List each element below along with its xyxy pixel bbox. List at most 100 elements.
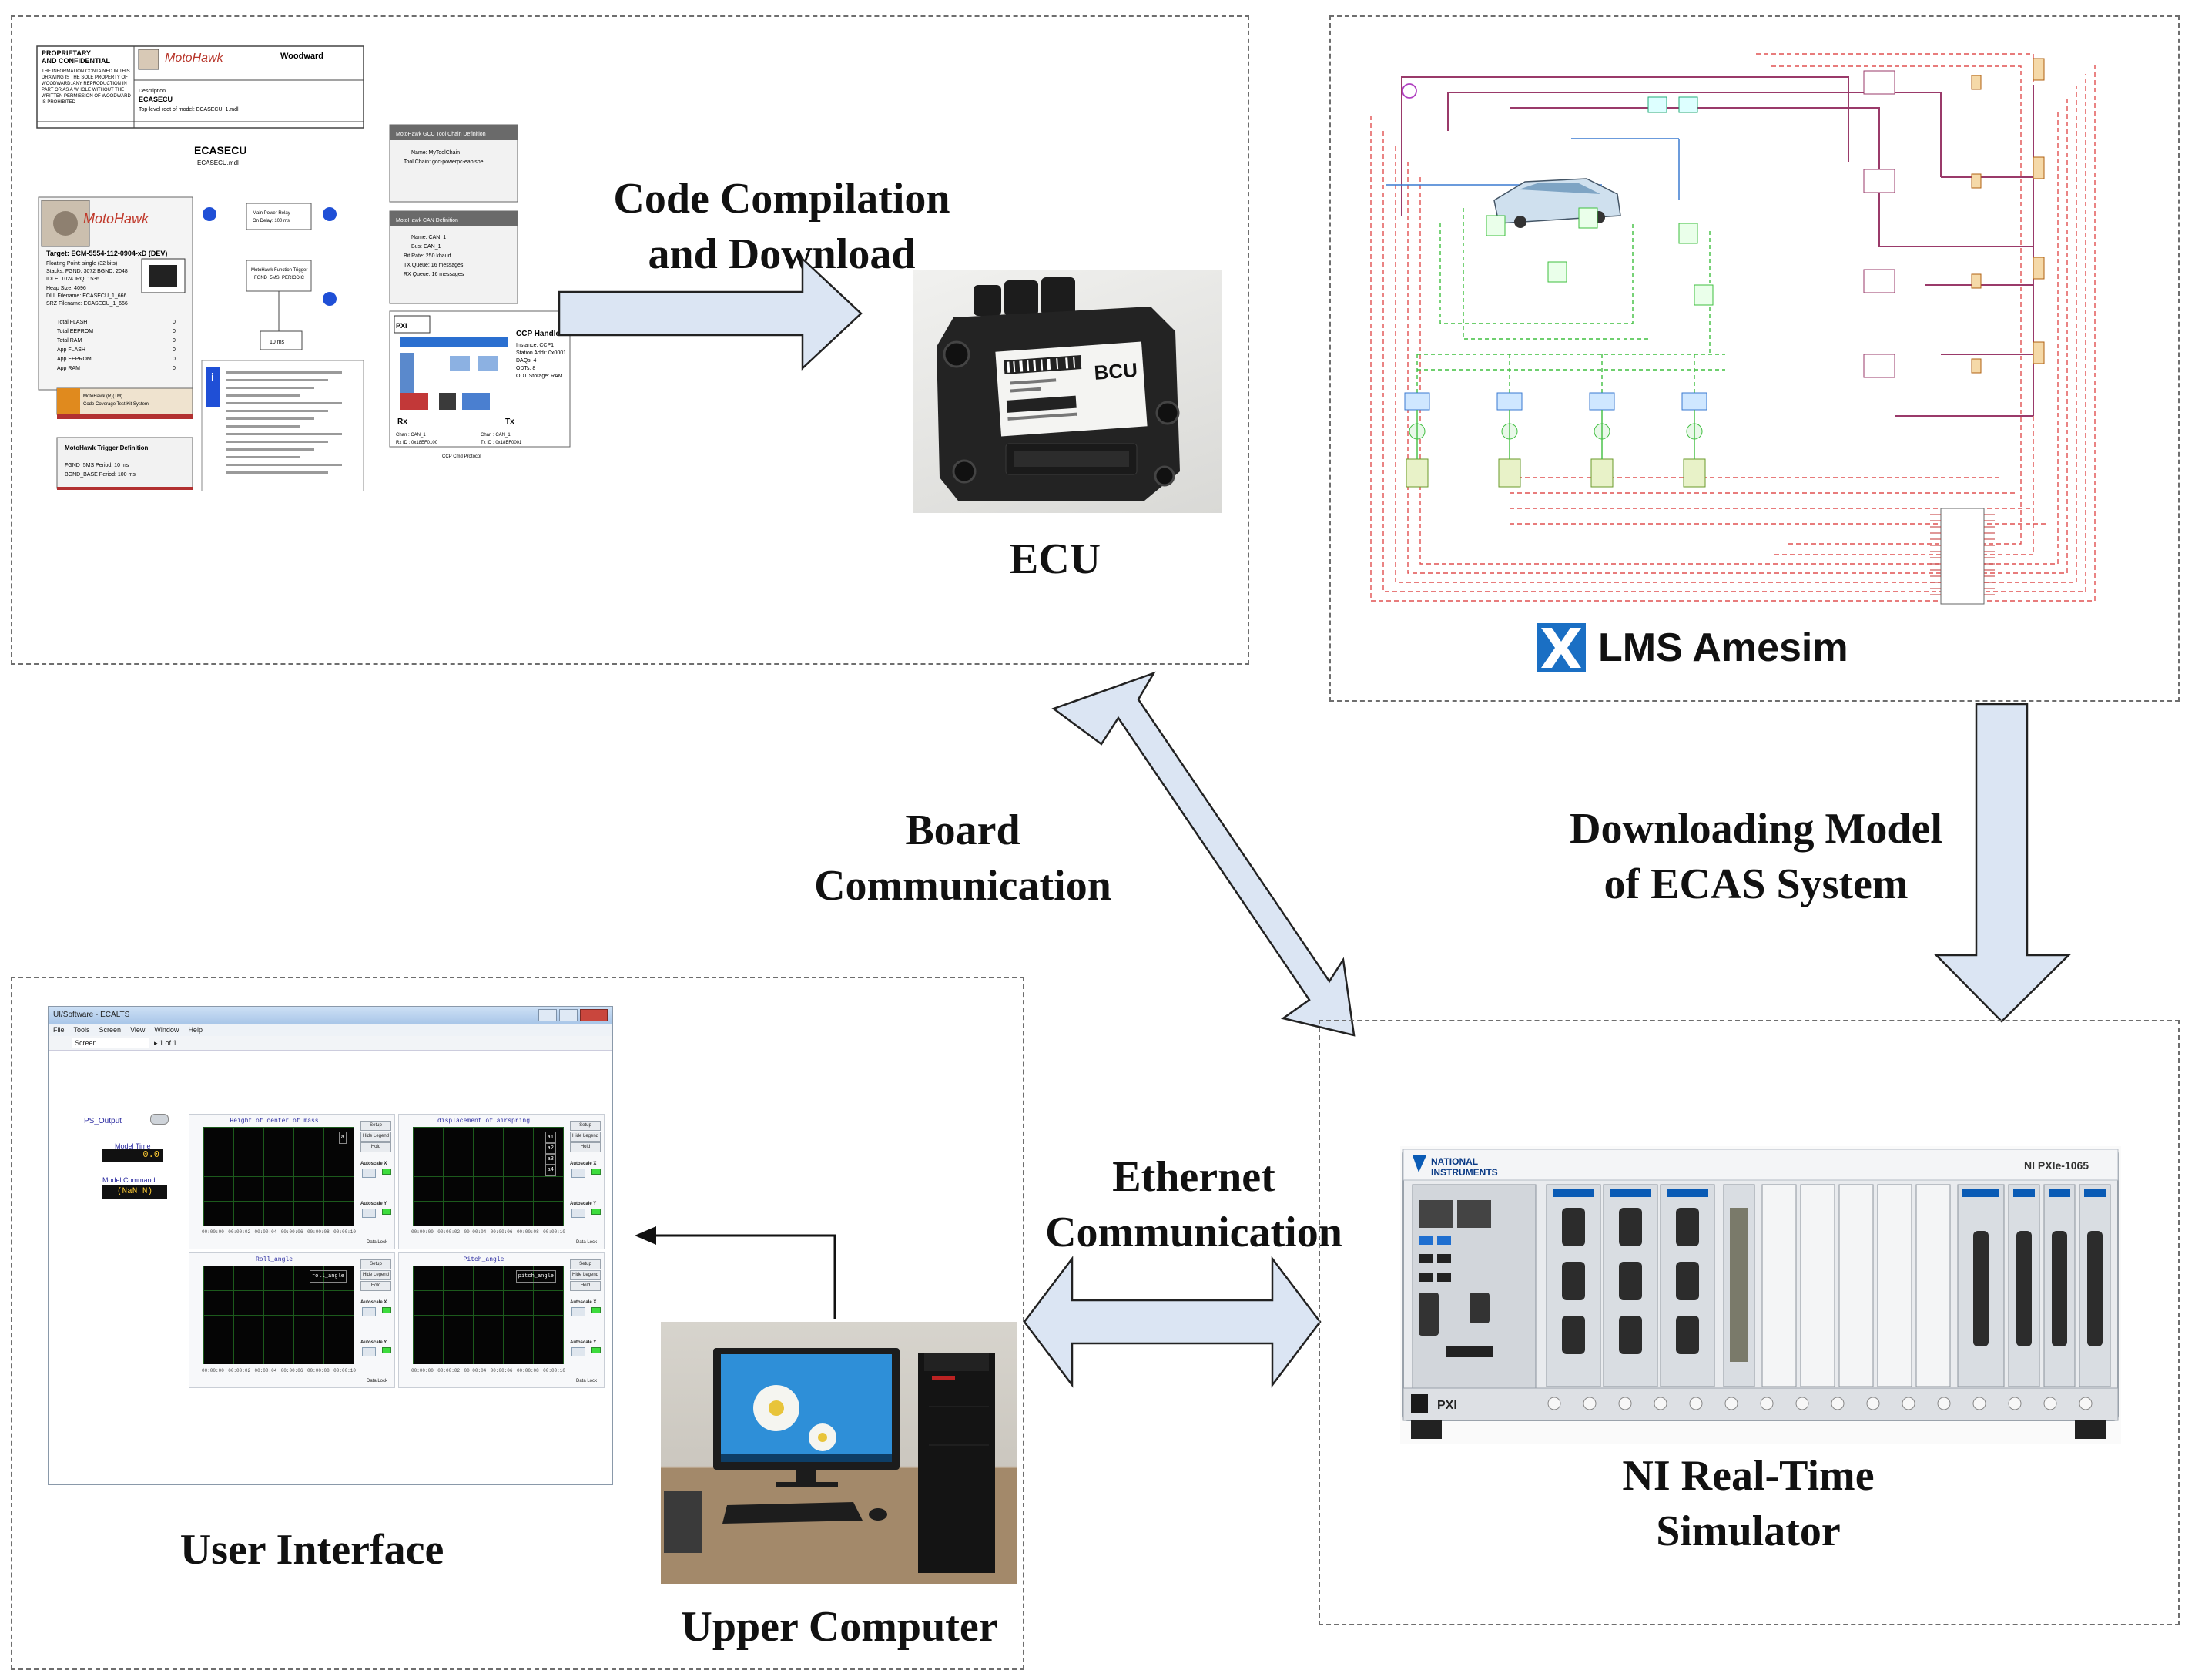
svg-text:CCP Cmd Protocol: CCP Cmd Protocol <box>442 454 481 459</box>
graph-title: Height of center of mass <box>230 1118 319 1125</box>
menu-item-file[interactable]: File <box>53 1026 65 1034</box>
zoom-icon[interactable] <box>362 1169 376 1178</box>
svg-text:PXI: PXI <box>1437 1399 1457 1412</box>
graph-side-button[interactable]: Hold <box>570 1142 601 1152</box>
pxi-module-label <box>1610 1189 1651 1197</box>
svg-text:Bus: CAN_1: Bus: CAN_1 <box>411 244 441 250</box>
graph-title: Pitch_angle <box>463 1256 504 1263</box>
svg-text:Bit Rate: 250 kbaud: Bit Rate: 250 kbaud <box>404 253 451 259</box>
amesim-wheel-unit <box>1496 392 1523 411</box>
data-lock-label[interactable]: Data Lock <box>367 1240 388 1245</box>
svg-text:BGND_BASE Period: 100 ms: BGND_BASE Period: 100 ms <box>65 472 136 478</box>
graph-side-button[interactable]: Setup <box>360 1121 391 1131</box>
graph-side-button[interactable]: Hide Legend <box>570 1132 601 1142</box>
autoscale-led[interactable] <box>591 1347 601 1353</box>
amesim-panel <box>1329 15 2180 702</box>
autoscale-led[interactable] <box>382 1209 391 1215</box>
menu-item-view[interactable]: View <box>130 1026 146 1034</box>
zoom-icon[interactable] <box>571 1209 585 1218</box>
memory-row-value: 0 <box>173 329 176 334</box>
amesim-valve-icon <box>2033 58 2045 81</box>
graph-title: Roll_angle <box>255 1256 293 1263</box>
note-text-line <box>226 394 300 397</box>
pxi-slot-number-marker <box>1902 1397 1915 1410</box>
amesim-valve-box <box>1863 269 1895 293</box>
memory-row-value: 0 <box>173 320 176 325</box>
svg-text:Chan : CAN_1: Chan : CAN_1 <box>481 433 511 438</box>
model-command-display: (NaN N) <box>102 1185 167 1199</box>
close-button[interactable] <box>580 1009 608 1021</box>
autoscale-led[interactable] <box>591 1169 601 1175</box>
graph-side-button[interactable]: Setup <box>570 1259 601 1269</box>
zoom-icon[interactable] <box>571 1347 585 1356</box>
zoom-icon[interactable] <box>362 1347 376 1356</box>
autoscale-led[interactable] <box>591 1307 601 1313</box>
graph-side-button[interactable]: Hide Legend <box>570 1270 601 1280</box>
pxi-slot-module <box>1838 1184 1874 1387</box>
data-lock-label[interactable]: Data Lock <box>576 1240 598 1245</box>
memory-row-label: App RAM <box>57 366 80 371</box>
graph-legend-item: a3 <box>545 1153 556 1165</box>
autoscale-led[interactable] <box>382 1307 391 1313</box>
graph-plot-area[interactable]: a <box>203 1127 354 1226</box>
note-text-line <box>226 387 314 389</box>
svg-text:Instance: CCP1: Instance: CCP1 <box>516 343 554 348</box>
svg-text:Rx ID : 0x18EF0100: Rx ID : 0x18EF0100 <box>396 441 438 445</box>
data-lock-label[interactable]: Data Lock <box>367 1379 388 1383</box>
code-compilation-line1: Code Compilation <box>613 175 950 223</box>
graph-side-button[interactable]: Hide Legend <box>360 1270 391 1280</box>
svg-text:SRZ Filename: ECASECU_1_666: SRZ Filename: ECASECU_1_666 <box>46 301 128 307</box>
zoom-icon[interactable] <box>362 1307 376 1316</box>
svg-text:DRAWING IS THE SOLE PROPERTY O: DRAWING IS THE SOLE PROPERTY OF <box>42 75 128 80</box>
graph-side-button[interactable]: Setup <box>570 1121 601 1131</box>
amesim-valve-box <box>1863 70 1895 95</box>
autoscale-led[interactable] <box>382 1347 391 1353</box>
pxi-long-connector <box>1973 1231 1989 1346</box>
graph-legend-item: roll_angle <box>309 1270 347 1283</box>
ps-output-toggle[interactable] <box>150 1114 169 1125</box>
model-command-label: Model Command <box>102 1176 156 1184</box>
zoom-icon[interactable] <box>571 1169 585 1178</box>
menu-item-tools[interactable]: Tools <box>73 1026 90 1034</box>
zoom-icon[interactable] <box>571 1307 585 1316</box>
note-text-line <box>226 402 342 404</box>
amesim-valve-box <box>1863 169 1895 193</box>
minimize-button[interactable] <box>538 1009 557 1021</box>
menu-item-screen[interactable]: Screen <box>99 1026 122 1034</box>
pxi-slot-number-marker <box>1937 1397 1951 1410</box>
graph-side-button[interactable]: Hold <box>360 1142 391 1152</box>
svg-text:RX Queue: 16 messages: RX Queue: 16 messages <box>404 272 464 277</box>
data-lock-label[interactable]: Data Lock <box>576 1379 598 1383</box>
pxi-slot-number-marker <box>1795 1397 1809 1410</box>
maximize-button[interactable] <box>559 1009 578 1021</box>
screen-select[interactable]: Screen <box>72 1038 149 1048</box>
ui-menubar: File Tools Screen View Window Help <box>49 1024 612 1036</box>
svg-text:Top-level root of model: ECASE: Top-level root of model: ECASECU_1.mdl <box>139 107 239 112</box>
code-compilation-line2: and Download <box>648 230 916 278</box>
svg-text:IDLE: 1024 IRQ: 1536: IDLE: 1024 IRQ: 1536 <box>46 277 99 282</box>
downloading-line1: Downloading Model <box>1570 805 1942 853</box>
graph-side-button[interactable]: Hide Legend <box>360 1132 391 1142</box>
svg-text:MotoHawk (R)(TM): MotoHawk (R)(TM) <box>83 394 122 399</box>
menu-item-window[interactable]: Window <box>154 1026 179 1034</box>
amesim-valve-box <box>1863 354 1895 378</box>
graph-side-button[interactable]: Hold <box>360 1281 391 1291</box>
amesim-x-icon <box>1537 623 1586 672</box>
svg-text:ODT Storage: RAM: ODT Storage: RAM <box>516 374 563 379</box>
amesim-green-component <box>1678 223 1698 244</box>
svg-text:FGND_5MS_PERIODIC: FGND_5MS_PERIODIC <box>254 276 305 280</box>
graph-side-button[interactable]: Hold <box>570 1281 601 1291</box>
svg-text:Tx: Tx <box>505 417 514 426</box>
graph-plot-area[interactable]: pitch_angle <box>413 1266 564 1364</box>
graph-side-button[interactable]: Setup <box>360 1259 391 1269</box>
note-text-line <box>226 471 328 474</box>
autoscale-led[interactable] <box>382 1169 391 1175</box>
zoom-icon[interactable] <box>362 1209 376 1218</box>
pxi-slot-number-marker <box>1760 1397 1774 1410</box>
graph-plot-area[interactable]: roll_angle <box>203 1266 354 1364</box>
autoscale-led[interactable] <box>591 1209 601 1215</box>
menu-item-help[interactable]: Help <box>188 1026 203 1034</box>
amesim-diagram-svg <box>1370 53 2096 605</box>
